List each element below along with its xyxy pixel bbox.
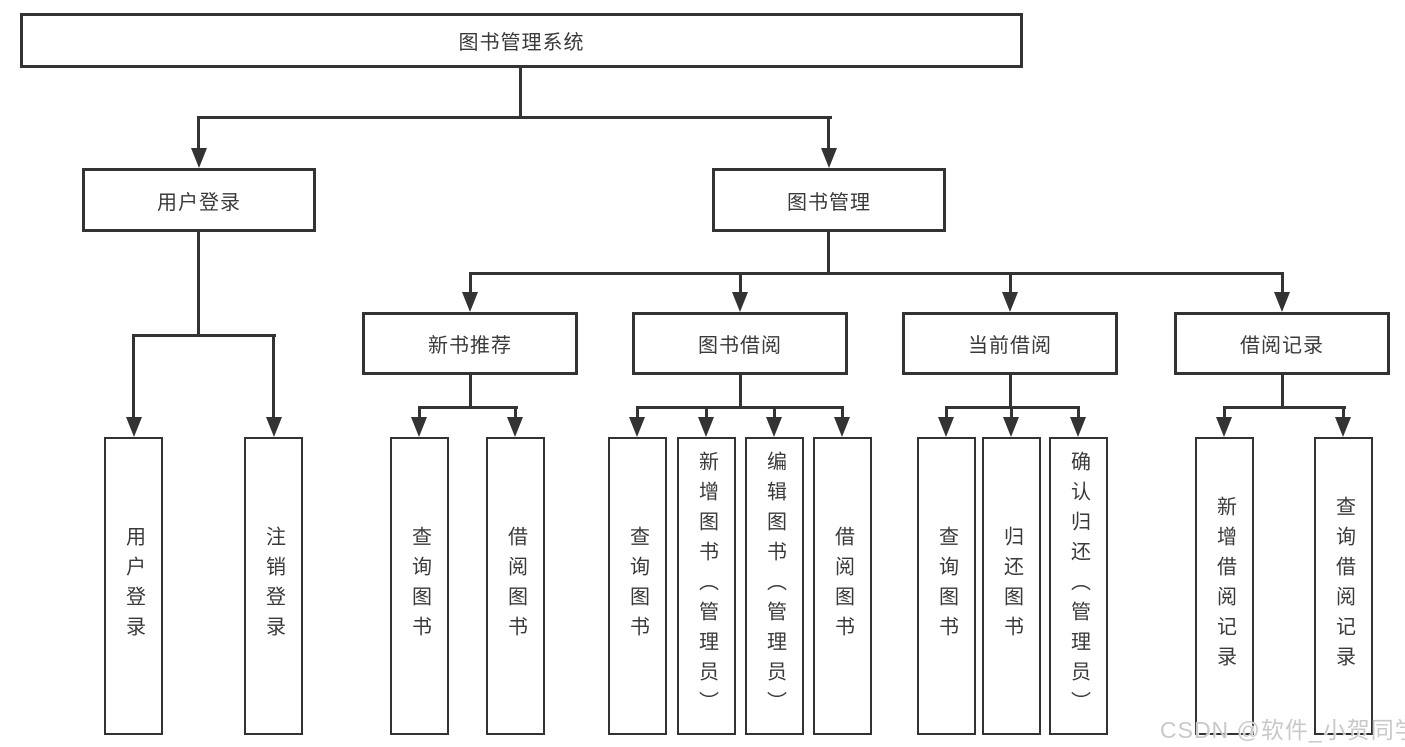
arrow-down-icon [126, 417, 142, 437]
arrow-down-icon [1216, 417, 1232, 437]
node-label: 确认归还（管理员） [1067, 451, 1090, 721]
connector-line [1223, 406, 1346, 409]
node-label: 查询图书 [626, 526, 649, 646]
leaf-query-borrow-record: 查询借阅记录 [1314, 437, 1373, 735]
node-label: 查询图书 [935, 526, 958, 646]
connector-line [469, 375, 472, 408]
connector-line [514, 406, 517, 419]
node-label: 查询借阅记录 [1332, 496, 1355, 676]
node-label: 图书管理系统 [458, 32, 585, 54]
leaf-query-books-recommendation: 查询图书 [390, 437, 449, 735]
connector-line [1009, 375, 1012, 408]
arrow-down-icon [462, 292, 478, 312]
arrow-down-icon [629, 417, 645, 437]
node-label: 新书推荐 [428, 335, 512, 357]
arrow-down-icon [191, 148, 207, 168]
connector-line [636, 406, 639, 419]
node-label: 当前借阅 [968, 335, 1052, 357]
connector-line [418, 406, 421, 419]
node-library-management-system: 图书管理系统 [20, 13, 1023, 68]
leaf-edit-books-admin: 编辑图书（管理员） [745, 437, 804, 735]
arrow-down-icon [1070, 417, 1086, 437]
connector-line [418, 406, 518, 409]
connector-line [1342, 406, 1345, 419]
node-label: 新增借阅记录 [1213, 496, 1236, 676]
arrow-down-icon [507, 417, 523, 437]
node-label: 编辑图书（管理员） [763, 451, 786, 721]
connector-line [841, 406, 844, 419]
node-user-login: 用户登录 [82, 168, 316, 232]
node-label: 图书借阅 [698, 335, 782, 357]
node-label: 用户登录 [122, 526, 145, 646]
node-label: 注销登录 [262, 526, 285, 646]
leaf-query-books-borrowing: 查询图书 [608, 437, 667, 735]
leaf-borrow-books-recommendation: 借阅图书 [486, 437, 545, 735]
connector-line [773, 406, 776, 419]
leaf-return-books: 归还图书 [982, 437, 1041, 735]
arrow-down-icon [698, 417, 714, 437]
arrow-down-icon [1003, 417, 1019, 437]
node-book-management: 图书管理 [712, 168, 946, 232]
node-label: 图书管理 [787, 191, 871, 214]
connector-line [132, 334, 135, 419]
node-label: 借阅图书 [831, 526, 854, 646]
node-label: 用户登录 [157, 191, 241, 214]
node-label: 查询图书 [408, 526, 431, 646]
connector-line [469, 272, 1283, 275]
connector-line [519, 66, 522, 118]
connector-line [705, 406, 708, 419]
arrow-down-icon [1274, 292, 1290, 312]
node-new-book-recommendation: 新书推荐 [362, 312, 578, 375]
leaf-add-books-admin: 新增图书（管理员） [677, 437, 736, 735]
arrow-down-icon [1002, 292, 1018, 312]
connector-line [469, 272, 472, 294]
leaf-query-books-current: 查询图书 [917, 437, 976, 735]
csdn-watermark: CSDN @软件_小贺同学 [1160, 717, 1405, 743]
connector-line [739, 375, 742, 408]
arrow-down-icon [938, 417, 954, 437]
connector-line [1010, 406, 1013, 419]
connector-line [1223, 406, 1226, 419]
node-current-borrowing: 当前借阅 [902, 312, 1118, 375]
node-label: 借阅图书 [504, 526, 527, 646]
node-label: 新增图书（管理员） [695, 451, 718, 721]
connector-line [827, 116, 830, 150]
arrow-down-icon [411, 417, 427, 437]
connector-line [739, 272, 742, 294]
connector-line [945, 406, 948, 419]
connector-line [197, 232, 200, 336]
leaf-logout: 注销登录 [244, 437, 303, 735]
leaf-user-login: 用户登录 [104, 437, 163, 735]
connector-line [197, 116, 832, 119]
connector-line [272, 334, 275, 419]
leaf-add-borrow-record: 新增借阅记录 [1195, 437, 1254, 735]
connector-line [827, 232, 830, 274]
arrow-down-icon [766, 417, 782, 437]
connector-line [1009, 272, 1012, 294]
node-label: 归还图书 [1000, 526, 1023, 646]
leaf-borrow-books: 借阅图书 [813, 437, 872, 735]
connector-line [636, 406, 844, 409]
connector-line [1077, 406, 1080, 419]
arrow-down-icon [266, 417, 282, 437]
node-label: 借阅记录 [1240, 335, 1324, 357]
connector-line [1281, 375, 1284, 408]
arrow-down-icon [732, 292, 748, 312]
node-borrowing-records: 借阅记录 [1174, 312, 1390, 375]
connector-line [197, 116, 200, 150]
arrow-down-icon [834, 417, 850, 437]
connector-line [1281, 272, 1284, 294]
arrow-down-icon [1335, 417, 1351, 437]
connector-line [132, 334, 276, 337]
node-book-borrowing: 图书借阅 [632, 312, 848, 375]
leaf-confirm-return-admin: 确认归还（管理员） [1049, 437, 1108, 735]
arrow-down-icon [821, 148, 837, 168]
